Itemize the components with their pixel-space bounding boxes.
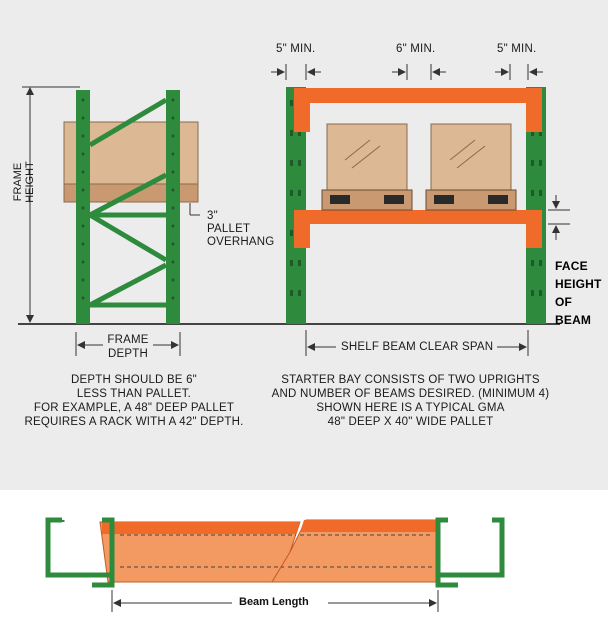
frame-height-label-line-1: FRAME — [12, 162, 24, 202]
left-caption-line-3: FOR EXAMPLE, A 48" DEEP PALLET — [33, 402, 235, 414]
face-height-line-2: HEIGHT — [555, 277, 602, 291]
face-height-line-1: FACE — [555, 259, 588, 273]
beam-length-label: Beam Length — [236, 596, 312, 608]
frame-height-label-line-2: HEIGHT — [24, 161, 36, 203]
beam-cross-section — [45, 517, 505, 612]
min-right-label: 5" MIN. — [497, 43, 537, 55]
frame-side-view — [22, 86, 200, 356]
right-caption: STARTER BAY CONSISTS OF TWO UPRIGHTS AND… — [268, 373, 553, 429]
bay-front-view — [271, 64, 570, 356]
min-left-label: 5" MIN. — [276, 43, 316, 55]
pallet-overhang-label: 3" PALLET OVERHANG — [207, 210, 274, 249]
frame-height-label: FRAME HEIGHT — [12, 132, 36, 232]
pallet-overhang-line-2: PALLET — [207, 223, 251, 235]
right-caption-line-4: 48" DEEP X 40" WIDE PALLET — [327, 416, 494, 428]
pallet-overhang-line-1: 3" — [207, 210, 218, 222]
frame-depth-line-1: FRAME — [107, 334, 149, 346]
frame-depth-line-2: DEPTH — [108, 348, 148, 360]
left-caption: DEPTH SHOULD BE 6" LESS THAN PALLET. FOR… — [14, 373, 254, 429]
pallet-overhang-line-3: OVERHANG — [207, 236, 275, 248]
right-caption-line-3: SHOWN HERE IS A TYPICAL GMA — [316, 402, 505, 414]
shelf-span-label: SHELF BEAM CLEAR SPAN — [341, 341, 494, 353]
min-mid-label: 6" MIN. — [396, 43, 436, 55]
face-height-line-4: BEAM — [555, 313, 592, 327]
left-caption-line-2: LESS THAN PALLET. — [76, 388, 192, 400]
front-pallet-load-1 — [326, 123, 408, 191]
right-caption-line-2: AND NUMBER OF BEAMS DESIRED. (MINIMUM 4) — [271, 388, 550, 400]
face-height-label: FACE HEIGHT OF BEAM — [555, 257, 602, 329]
left-caption-line-4: REQUIRES A RACK WITH A 42" DEPTH. — [24, 416, 244, 428]
lower-beam — [294, 210, 542, 224]
frame-depth-label: FRAME DEPTH — [98, 333, 158, 361]
right-caption-line-1: STARTER BAY CONSISTS OF TWO UPRIGHTS — [281, 374, 540, 386]
face-height-line-3: OF — [555, 295, 573, 309]
top-beam — [294, 88, 542, 103]
left-caption-line-1: DEPTH SHOULD BE 6" — [71, 374, 197, 386]
